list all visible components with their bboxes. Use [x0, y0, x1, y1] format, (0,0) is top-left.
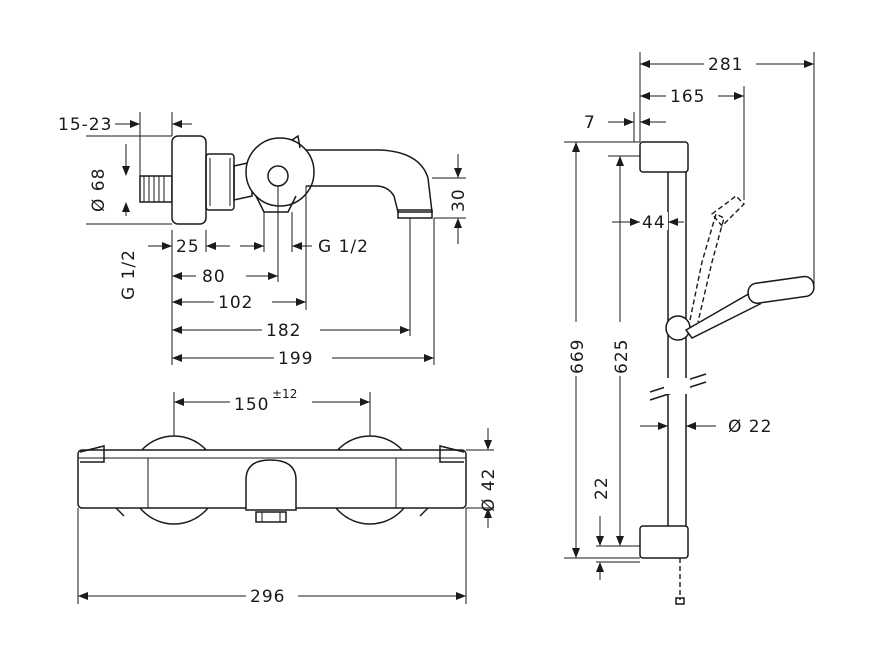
hand-shower-handle [684, 290, 762, 339]
dim-182: 182 [266, 321, 301, 341]
bath-spout [306, 149, 433, 213]
dim-thread-left: G 1/2 [119, 249, 139, 300]
dim-width-total: 296 [250, 587, 285, 607]
inlet-thread [139, 175, 173, 203]
dim-centers: 150 [234, 395, 269, 415]
dim-199: 199 [278, 349, 313, 369]
front-view-dimensions: 150 ±12 Ø 42 296 [77, 387, 499, 607]
dim-centers-tol: ±12 [272, 387, 297, 401]
mixer-side-view [139, 134, 433, 225]
spout-front [245, 459, 297, 511]
hand-shower-alt-handle [689, 212, 725, 323]
hand-shower-head [747, 275, 815, 304]
end-cap-right [439, 445, 465, 463]
top-wall-bracket [639, 141, 689, 173]
end-cap-left [79, 445, 105, 463]
dim-spout-diameter: Ø 68 [89, 168, 109, 212]
dim-rail-669: 669 [568, 339, 588, 374]
spout-outlet-front [255, 511, 287, 523]
wall-rosette [171, 135, 207, 225]
dim-102: 102 [218, 293, 253, 313]
dim-thread-right: G 1/2 [318, 237, 369, 257]
dim-rail-625: 625 [612, 339, 632, 374]
spout-outlet [397, 209, 433, 219]
dim-inlet-range: 15-23 [58, 115, 112, 135]
dim-rail-165: 165 [670, 87, 705, 107]
s-connector [233, 161, 253, 201]
dim-rosette-diameter: Ø 42 [479, 468, 499, 512]
dim-rail-22: 22 [592, 476, 612, 500]
thermostat-knob [245, 137, 315, 207]
mixer-front-view [77, 435, 467, 525]
dim-30: 30 [449, 188, 469, 212]
dim-25: 25 [176, 237, 200, 257]
shower-rail-set [639, 141, 815, 605]
shower-rail-dimensions: 281 165 7 44 669 [564, 52, 815, 580]
dim-rail-7: 7 [584, 113, 596, 133]
bottom-wall-bracket [639, 525, 689, 559]
hand-shower-alt-head [710, 195, 745, 228]
dim-rail-44: 44 [642, 213, 666, 233]
side-view-dimensions: 15-23 Ø 68 G 1/2 25 G 1/2 80 [58, 112, 469, 369]
dim-rail-281: 281 [708, 55, 743, 75]
dim-80: 80 [202, 267, 226, 287]
dim-rail-diameter: Ø 22 [728, 417, 772, 437]
rail-slider [665, 315, 691, 341]
body-lower [255, 195, 297, 213]
